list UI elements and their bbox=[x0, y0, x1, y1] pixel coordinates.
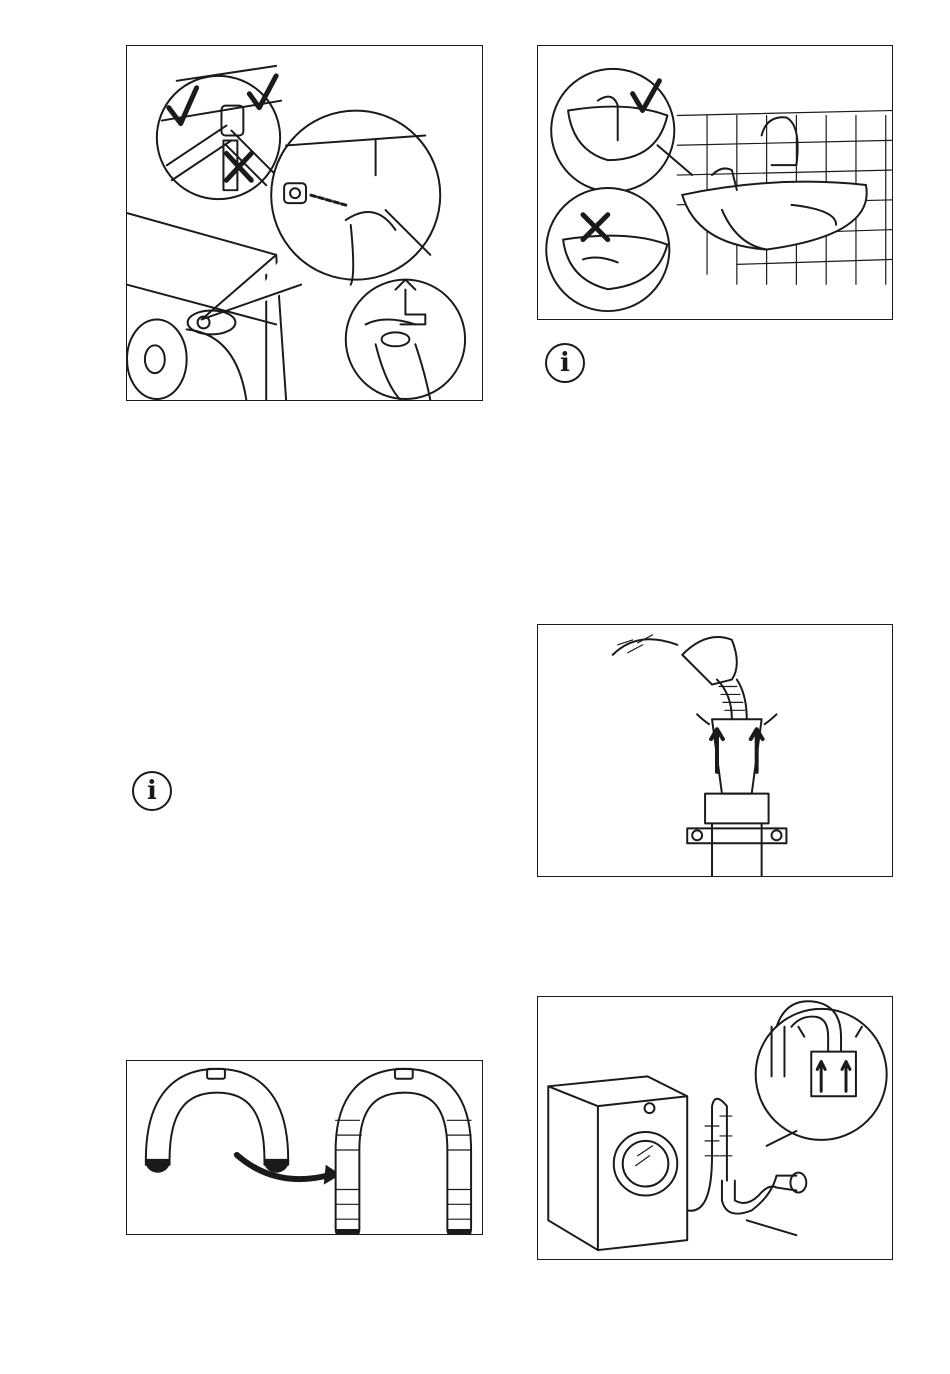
u-piece-illustration bbox=[127, 1061, 482, 1234]
siphon-illustration bbox=[538, 997, 892, 1259]
info-icon: i bbox=[545, 343, 585, 383]
sink-drain-illustration bbox=[538, 46, 892, 319]
info-icon: i bbox=[132, 771, 172, 811]
figure-u-piece bbox=[126, 1060, 483, 1235]
arrow-up-icon bbox=[751, 729, 763, 772]
standpipe-illustration bbox=[538, 625, 892, 876]
inlet-hose-illustration bbox=[127, 46, 482, 400]
figure-standpipe bbox=[537, 624, 893, 877]
figure-inlet-hose bbox=[126, 45, 483, 401]
figure-siphon bbox=[537, 996, 893, 1260]
figure-sink-drain bbox=[537, 45, 893, 320]
arrow-up-icon bbox=[711, 729, 723, 772]
